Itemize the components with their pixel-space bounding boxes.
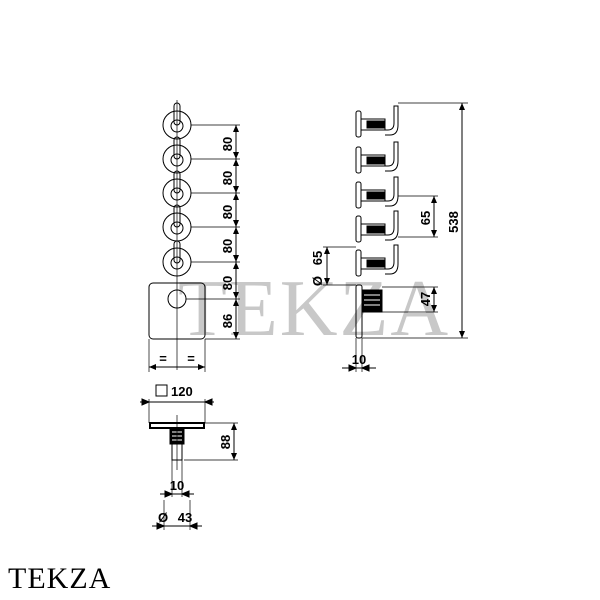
- dim-knob-diameter: 65: [310, 251, 325, 265]
- diameter-symbol-side: Ø: [310, 276, 325, 286]
- dim-thickness: 10: [352, 352, 366, 367]
- side-handle-3: [355, 176, 399, 209]
- side-handle-1: [355, 105, 399, 138]
- dim-pitch-1: 80: [220, 137, 235, 151]
- dim-stem: 10: [170, 478, 184, 493]
- equal-mark-left: =: [159, 351, 167, 366]
- dim-pitch-5: 80: [220, 276, 235, 290]
- dim-plate-size: 120: [171, 384, 193, 399]
- dim-total-height: 538: [446, 211, 461, 233]
- dim-body-height: 47: [418, 292, 433, 306]
- side-handle-4: [355, 210, 399, 243]
- diameter-symbol-top: Ø: [158, 510, 168, 525]
- side-body: [361, 289, 383, 313]
- front-view: 80 80 80 80 80 86 = =: [148, 100, 240, 372]
- top-view: 120 88 10 Ø 43: [140, 384, 238, 530]
- front-plate: [148, 282, 206, 340]
- side-handle-5: [355, 244, 399, 277]
- dim-handle-spacing: 65: [418, 211, 433, 225]
- side-view: 538 65 47 Ø 65 10: [310, 102, 468, 372]
- brand-logo-text: TEKZA: [8, 562, 112, 595]
- dim-pitch-4: 80: [220, 239, 235, 253]
- dim-diameter: 43: [178, 510, 192, 525]
- dim-pitch-3: 80: [220, 205, 235, 219]
- dim-plate-height: 86: [220, 314, 235, 328]
- dim-depth: 88: [218, 435, 233, 449]
- side-handle-2: [355, 141, 399, 174]
- equal-mark-right: =: [187, 351, 195, 366]
- dim-pitch-2: 80: [220, 171, 235, 185]
- square-symbol: [155, 384, 168, 397]
